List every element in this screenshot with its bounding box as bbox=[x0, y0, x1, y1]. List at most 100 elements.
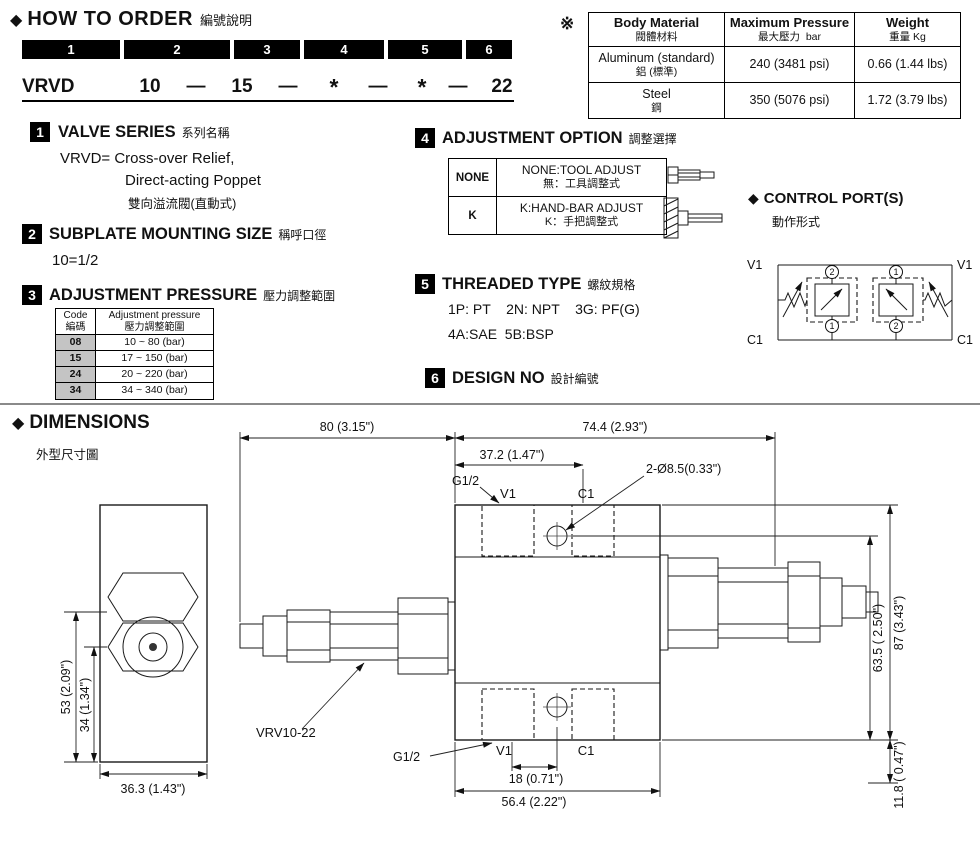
right-dimensions: 63.5 ( 2.50") 87 (3.43") 11.8 ( 0.47") bbox=[573, 504, 906, 809]
section-1-title: VALVE SERIES 系列名稱 bbox=[58, 123, 230, 142]
order-box-5: 5 bbox=[388, 40, 462, 59]
right-cartridge bbox=[659, 554, 879, 651]
bottom-dimensions: V1 C1 G1/2 18 (0.71") 56.4 (2.22") bbox=[393, 727, 661, 809]
spec-steel-pressure: 350 (5076 psi) bbox=[724, 82, 855, 119]
code-underline bbox=[22, 100, 514, 102]
section-6-number: 6 bbox=[425, 368, 445, 388]
pressure-range-24: 20 ~ 220 (bar) bbox=[95, 366, 214, 384]
option-desc-none-en: NONE:TOOL ADJUST bbox=[521, 163, 642, 178]
spec-row-aluminum: Aluminum (standard) 鋁 (標準) 240 (3481 psi… bbox=[588, 46, 961, 83]
top-dimensions: 80 (3.15") 74.4 (2.93") 37.2 (1.47") G1/… bbox=[239, 420, 776, 622]
code-thread-star: * bbox=[417, 74, 427, 100]
dim-11-8: 11.8 ( 0.47") bbox=[892, 741, 906, 808]
section-2-title-zh: 稱呼口徑 bbox=[278, 228, 327, 242]
left-cartridge bbox=[239, 597, 456, 675]
valve-series-line3: 雙向溢流閥(直動式) bbox=[128, 197, 237, 211]
spec-col-weight-en: Weight bbox=[885, 14, 930, 30]
spec-col-material: Body Material 閥體材料 bbox=[588, 12, 725, 47]
reference-mark: ※ bbox=[560, 14, 575, 33]
code-separator: — bbox=[448, 76, 468, 97]
dim-53: 53 (2.09") bbox=[59, 660, 73, 714]
option-desc-none-zh: 無：工具調整式 bbox=[543, 178, 620, 191]
hand-bar-adjust-icon bbox=[663, 197, 723, 239]
dim-80: 80 (3.15") bbox=[320, 420, 374, 434]
port-number-bottom-left: 1 bbox=[829, 321, 834, 331]
section-1-title-zh: 系列名稱 bbox=[181, 126, 230, 140]
section-3-title-en: ADJUSTMENT PRESSURE bbox=[49, 286, 258, 304]
port-thread-label-bottom: G1/2 bbox=[393, 750, 420, 764]
dim-87: 87 (3.43") bbox=[892, 596, 906, 650]
control-ports-title-zh: 動作形式 bbox=[772, 215, 821, 229]
option-desc-k-en: K:HAND-BAR ADJUST bbox=[519, 201, 644, 216]
port-label-v1-left: V1 bbox=[747, 258, 762, 272]
spec-aluminum-pressure: 240 (3481 psi) bbox=[724, 46, 855, 83]
dimensions-title-zh: 外型尺寸圖 bbox=[36, 448, 99, 462]
order-box-6: 6 bbox=[466, 40, 512, 59]
mounting-hole-label: 2-Ø8.5(0.33") bbox=[646, 462, 721, 476]
port-c1-label-bottom: C1 bbox=[578, 743, 595, 758]
adjustment-option-table: NONE NONE:TOOL ADJUST 無：工具調整式 K K:HAND-B… bbox=[448, 158, 667, 235]
dimensions-title: DIMENSIONS bbox=[29, 412, 150, 433]
spec-col-material-en: Body Material bbox=[613, 14, 700, 30]
order-box-3: 3 bbox=[234, 40, 300, 59]
pressure-header-row: Code 編碼 Adjustment pressure 壓力調整範圍 bbox=[55, 308, 214, 335]
spec-aluminum-en: Aluminum (standard) bbox=[598, 50, 715, 65]
subplate-size-value: 10=1/2 bbox=[52, 252, 99, 269]
section-3-title-zh: 壓力調整範圍 bbox=[263, 289, 336, 303]
pressure-col-range: Adjustment pressure 壓力調整範圍 bbox=[95, 308, 214, 335]
spec-steel-en: Steel bbox=[642, 86, 671, 101]
section-6-title-en: DESIGN NO bbox=[452, 369, 545, 387]
valve-series-line2: Direct-acting Poppet bbox=[125, 172, 261, 189]
code-separator: — bbox=[186, 76, 206, 97]
pressure-range-table: Code 編碼 Adjustment pressure 壓力調整範圍 08 10… bbox=[55, 308, 214, 400]
port-c1-label-top: C1 bbox=[578, 486, 595, 501]
thread-type-line2: 4A:SAE 5B:BSP bbox=[448, 326, 554, 342]
section-1-number: 1 bbox=[30, 122, 50, 142]
option-code-none: NONE bbox=[448, 158, 497, 197]
spec-col-material-zh: 閥體材料 bbox=[635, 30, 678, 43]
section-6-title-zh: 設計編號 bbox=[550, 372, 599, 386]
spec-col-weight: Weight 重量 Kg bbox=[854, 12, 961, 47]
dim-56-4: 56.4 (2.22") bbox=[502, 795, 567, 809]
dim-63-5: 63.5 ( 2.50") bbox=[871, 604, 885, 672]
option-row-k: K K:HAND-BAR ADJUST K：手把調整式 bbox=[448, 196, 667, 235]
control-ports-title: CONTROL PORT(S) bbox=[763, 190, 904, 207]
section-4-title-en: ADJUSTMENT OPTION bbox=[442, 129, 623, 147]
dim-37-2: 37.2 (1.47") bbox=[480, 448, 545, 462]
port-number-top-left: 2 bbox=[829, 267, 834, 277]
code-design: 22 bbox=[491, 76, 513, 97]
option-code-k: K bbox=[448, 196, 497, 235]
order-box-1: 1 bbox=[22, 40, 120, 59]
port-label-c1-left: C1 bbox=[747, 333, 763, 347]
diamond-icon: ◆ bbox=[12, 415, 25, 432]
port-v1-label-bottom: V1 bbox=[496, 743, 512, 758]
section-3-title: ADJUSTMENT PRESSURE 壓力調整範圍 bbox=[49, 286, 335, 305]
spec-col-pressure: Maximum Pressure 最大壓力 bar bbox=[724, 12, 855, 47]
pressure-row-24: 24 20 ~ 220 (bar) bbox=[55, 366, 214, 384]
code-option-star: * bbox=[329, 74, 339, 100]
code-separator: — bbox=[368, 76, 388, 97]
order-box-4: 4 bbox=[304, 40, 384, 59]
port-thread-label-top: G1/2 bbox=[452, 474, 479, 488]
pressure-range-08: 10 ~ 80 (bar) bbox=[95, 333, 214, 352]
pressure-code-24: 24 bbox=[55, 366, 96, 384]
dim-36-3: 36.3 (1.43") bbox=[121, 782, 186, 796]
section-1-title-en: VALVE SERIES bbox=[58, 123, 176, 141]
pressure-code-34: 34 bbox=[55, 382, 96, 400]
port-v1-label-top: V1 bbox=[500, 486, 516, 501]
port-label-v1-right: V1 bbox=[957, 258, 972, 272]
port-number-top-right: 1 bbox=[893, 267, 898, 277]
control-ports-heading: ◆CONTROL PORT(S) bbox=[748, 190, 904, 208]
relief-valve-left-symbol bbox=[778, 265, 858, 340]
relief-valve-right-symbol bbox=[872, 265, 953, 340]
section-4-number: 4 bbox=[415, 128, 435, 148]
port-number-bottom-right: 2 bbox=[893, 321, 898, 331]
dim-34: 34 (1.34") bbox=[78, 678, 92, 732]
end-view bbox=[99, 504, 208, 763]
pressure-col-code: Code 編碼 bbox=[55, 308, 96, 335]
dim-18: 18 (0.71") bbox=[509, 772, 563, 786]
spec-aluminum-zh: 鋁 (標準) bbox=[635, 65, 678, 78]
